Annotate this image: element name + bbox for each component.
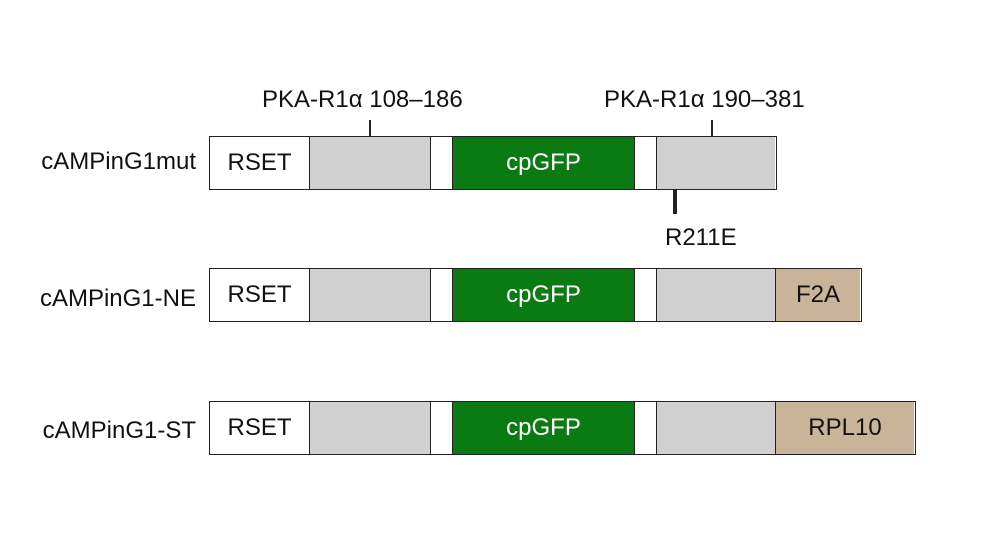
rset-label: RSET <box>227 281 292 308</box>
construct-name-st: cAMPinG1-ST <box>42 417 196 444</box>
linker-1-segment <box>431 269 453 321</box>
rpl10-tag-segment: RPL10 <box>776 402 914 454</box>
pka-domain-1-label: PKA-R1α 108–186 <box>262 86 463 113</box>
cpgfp-segment: cpGFP <box>453 402 635 454</box>
linker-2-segment <box>635 269 657 321</box>
cpgfp-segment: cpGFP <box>453 137 635 189</box>
rset-segment: RSET <box>210 137 310 189</box>
f2a-tag-label: F2A <box>795 281 840 308</box>
cpgfp-segment: cpGFP <box>453 269 635 321</box>
construct-bar-mut: RSET cpGFP <box>209 136 777 190</box>
mutation-label: R211E <box>665 224 737 251</box>
construct-name-mut: cAMPinG1mut <box>41 148 196 175</box>
rset-label: RSET <box>227 414 292 441</box>
pka-domain-2-label: PKA-R1α 190–381 <box>604 86 805 113</box>
rset-label: RSET <box>227 149 292 176</box>
linker-2-segment <box>635 137 657 189</box>
pka-domain-2-segment <box>657 269 776 321</box>
construct-bar-st: RSET cpGFP RPL10 <box>209 401 916 455</box>
pka-domain-1-segment <box>310 137 431 189</box>
pka-domain-1-segment <box>310 402 431 454</box>
linker-1-segment <box>431 137 453 189</box>
rset-segment: RSET <box>210 402 310 454</box>
mutation-tick <box>673 190 677 214</box>
construct-bar-ne: RSET cpGFP F2A <box>209 268 862 322</box>
rset-segment: RSET <box>210 269 310 321</box>
cpgfp-label: cpGFP <box>506 414 581 441</box>
rpl10-tag-label: RPL10 <box>808 414 882 441</box>
construct-name-ne: cAMPinG1-NE <box>39 285 196 312</box>
linker-1-segment <box>431 402 453 454</box>
pka-domain-1-segment <box>310 269 431 321</box>
linker-2-segment <box>635 402 657 454</box>
cpgfp-label: cpGFP <box>506 149 581 176</box>
f2a-tag-segment: F2A <box>776 269 860 321</box>
cpgfp-label: cpGFP <box>506 281 581 308</box>
pka-domain-2-tick <box>711 120 713 138</box>
pka-domain-2-segment <box>657 137 775 189</box>
pka-domain-1-tick <box>369 120 371 138</box>
pka-domain-2-segment <box>657 402 776 454</box>
